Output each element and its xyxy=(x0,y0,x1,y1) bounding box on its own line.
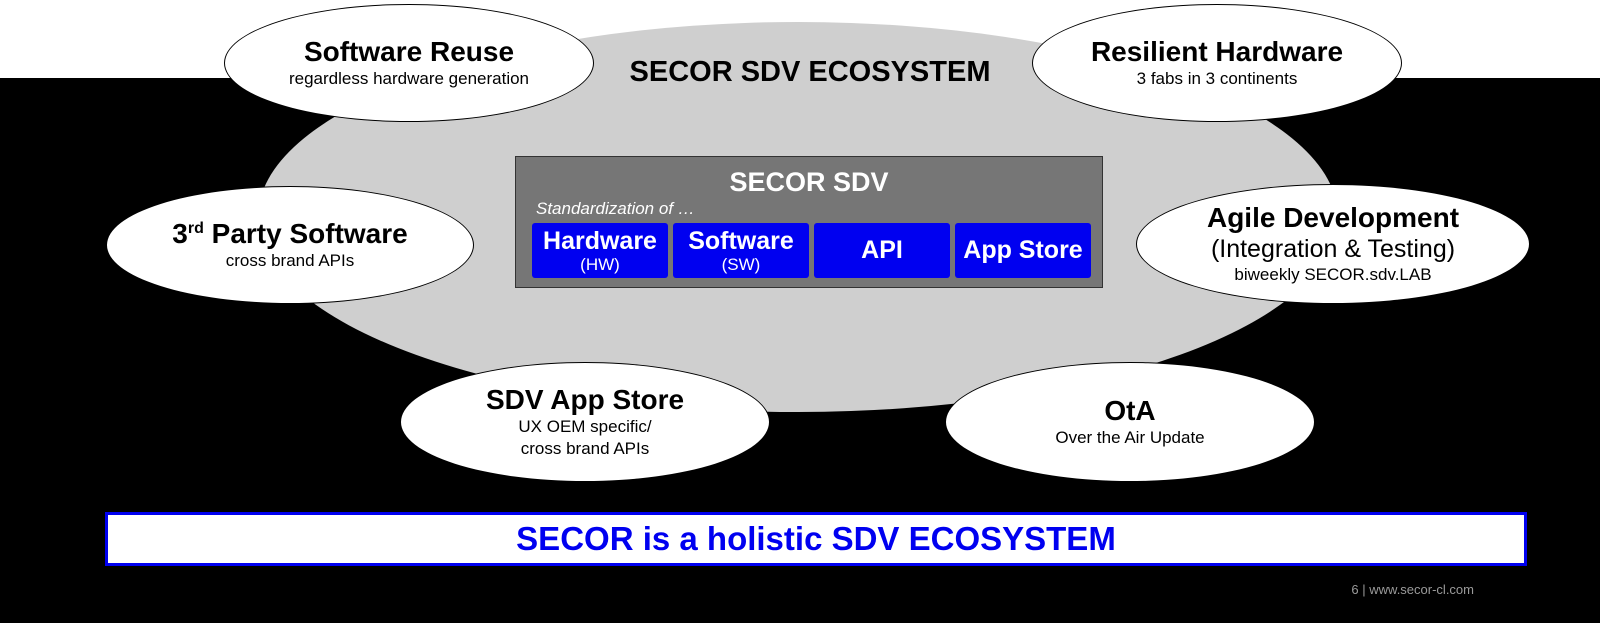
app-store-title: SDV App Store xyxy=(485,384,685,415)
standardization-label: Standardization of … xyxy=(536,199,695,218)
third-party-title: 3rd Party Software xyxy=(172,218,408,249)
bubble-sdv-app-store: SDV App Store UX OEM specific/ cross bra… xyxy=(400,362,770,482)
tile-app-store: App Store xyxy=(955,223,1091,278)
ota-title: OtA xyxy=(1104,395,1156,426)
tile-api: API xyxy=(814,223,950,278)
holistic-banner: SECOR is a holistic SDV ECOSYSTEM xyxy=(105,512,1527,566)
third-party-sub: cross brand APIs xyxy=(225,251,355,270)
tile-hardware: Hardware (HW) xyxy=(532,223,668,278)
bubble-third-party-software: 3rd Party Software cross brand APIs xyxy=(106,186,474,304)
resilient-hardware-sub: 3 fabs in 3 continents xyxy=(1136,69,1298,88)
bubble-resilient-hardware: Resilient Hardware 3 fabs in 3 continent… xyxy=(1032,4,1402,122)
app-store-sub1: UX OEM specific/ xyxy=(518,417,652,436)
agile-sub: biweekly SECOR.sdv.LAB xyxy=(1234,265,1432,284)
software-reuse-title: Software Reuse xyxy=(303,36,515,67)
secor-sdv-title: SECOR SDV xyxy=(729,167,889,197)
agile-title: Agile Development xyxy=(1206,202,1460,233)
resilient-hardware-title: Resilient Hardware xyxy=(1090,36,1344,67)
tile-software: Software (SW) xyxy=(673,223,809,278)
app-store-sub2: cross brand APIs xyxy=(520,439,650,458)
agile-mid: (Integration & Testing) xyxy=(1210,235,1456,263)
ota-sub: Over the Air Update xyxy=(1055,428,1205,447)
secor-sdv-box: SECOR SDV Standardization of … Hardware … xyxy=(515,156,1103,288)
bubble-ota: OtA Over the Air Update xyxy=(945,362,1315,482)
ecosystem-title: SECOR SDV ECOSYSTEM xyxy=(629,56,991,88)
footer-page-url: 6 | www.secor-cl.com xyxy=(1351,582,1474,597)
software-reuse-sub: regardless hardware generation xyxy=(288,69,530,88)
bubble-software-reuse: Software Reuse regardless hardware gener… xyxy=(224,4,594,122)
bubble-agile-development: Agile Development (Integration & Testing… xyxy=(1136,184,1530,304)
